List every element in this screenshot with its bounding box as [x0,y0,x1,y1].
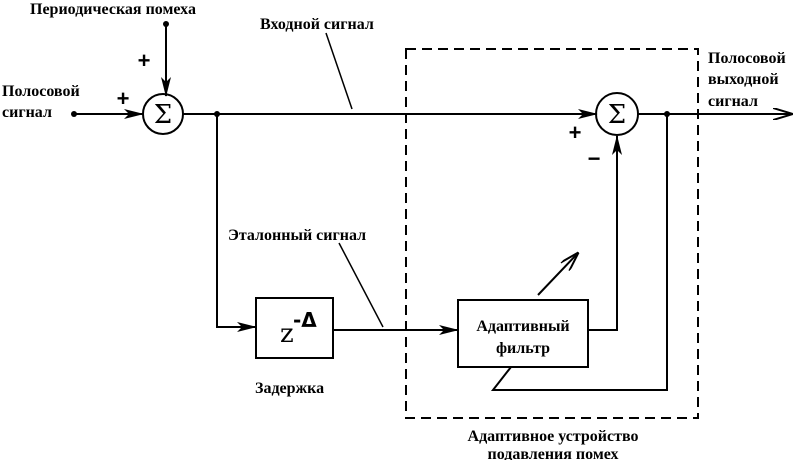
band-signal-label-1: Полосовой [2,83,80,100]
summing-junction-output-sigma: Σ [608,100,626,130]
reference-signal-label: Эталонный сигнал [228,227,366,244]
delay-block-exponent: -Δ [293,308,317,332]
filter-output-path [588,135,622,331]
plus-sign-band-signal: + [117,86,130,111]
periodic-interference-label: Периодическая помеха [30,1,196,18]
adaptation-arrow [537,253,578,296]
output-signal-label-2: выходной [708,71,779,88]
adaptive-filter-label-1: Адаптивный [476,318,569,335]
input-signal-label: Входной сигнал [260,16,374,33]
input-signal-leader [325,32,353,110]
plus-sign-output: + [569,120,582,145]
summing-junction-input-sigma: Σ [154,100,172,130]
minus-sign-output: − [588,146,601,171]
output-signal-label-1: Полосовой [708,50,786,67]
reference-signal-leader [338,242,384,328]
delay-block-z: z [280,319,294,349]
reference-signal-path [216,114,257,332]
delay-label: Задержка [255,380,324,397]
delay-block [255,297,334,359]
output-signal-label-3: сигнал [708,93,758,110]
adaptive-filter-label-2: фильтр [496,340,550,357]
error-feedback-path [490,114,668,391]
adaptive-filter-block [457,299,589,368]
adaptive-device-label-2: подавления помех [487,446,618,460]
band-signal-label-2: сигнал [2,104,52,121]
adaptive-device-boundary [405,48,699,419]
adaptive-device-label-1: Адаптивное устройство [468,428,639,445]
plus-sign-interference: + [138,48,151,73]
